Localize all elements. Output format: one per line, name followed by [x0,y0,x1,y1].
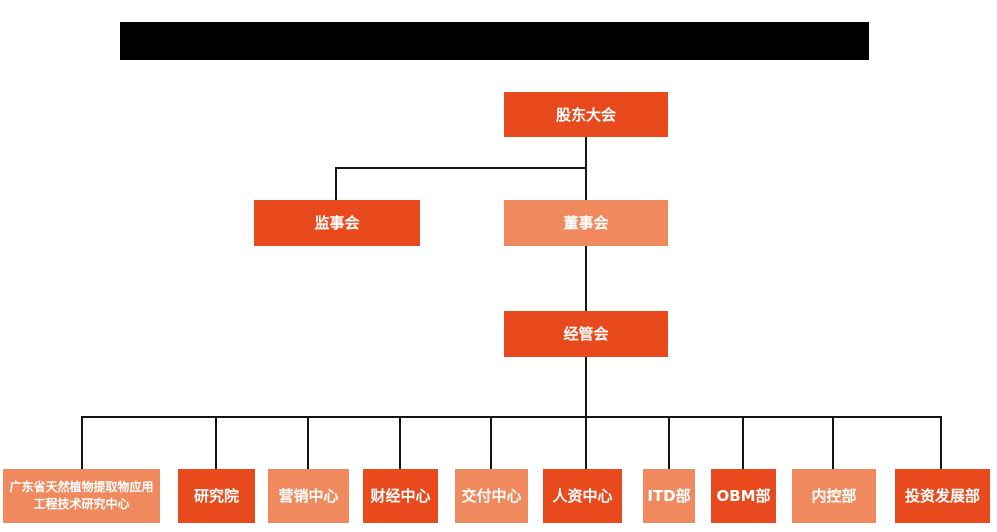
org-node-marketing-center: 营销中心 [268,469,349,523]
org-node-internal-control-dept: 内控部 [792,469,876,523]
connector-drop-dept-1 [215,416,217,469]
connector-drop-dept-6 [668,416,670,469]
connector-drop-dept-0 [81,416,83,469]
org-node-shareholders-meeting: 股东大会 [504,92,668,137]
connector-drop-dept-3 [399,416,401,469]
connector-management-to-rail [585,357,587,418]
connector-drop-dept-8 [832,416,834,469]
org-node-delivery-center: 交付中心 [455,469,528,523]
org-node-board-of-directors: 董事会 [504,200,668,246]
org-node-investment-development-dept: 投资发展部 [895,469,990,523]
connector-drop-dept-7 [742,416,744,469]
org-node-research-center: 广东省天然植物提取物应用工程技术研究中心 [3,469,160,523]
org-node-itd-dept: ITD部 [643,469,695,523]
redacted-title-bar [120,22,869,60]
connector-drop-dept-2 [307,416,309,469]
org-node-supervisory-board: 监事会 [254,200,420,246]
org-node-hr-center: 人资中心 [543,469,622,523]
org-node-management-committee: 经管会 [504,311,668,357]
connector-board-to-management [585,246,587,311]
connector-drop-dept-9 [940,416,942,469]
connector-supervisory-drop [335,167,337,200]
org-node-obm-dept: OBM部 [711,469,776,523]
connector-drop-dept-5 [585,416,587,469]
connector-departments-rail [81,416,942,418]
org-node-finance-center: 财经中心 [363,469,438,523]
connector-drop-dept-4 [490,416,492,469]
org-node-research-institute: 研究院 [178,469,255,523]
connector-branch-horizontal [335,167,587,169]
